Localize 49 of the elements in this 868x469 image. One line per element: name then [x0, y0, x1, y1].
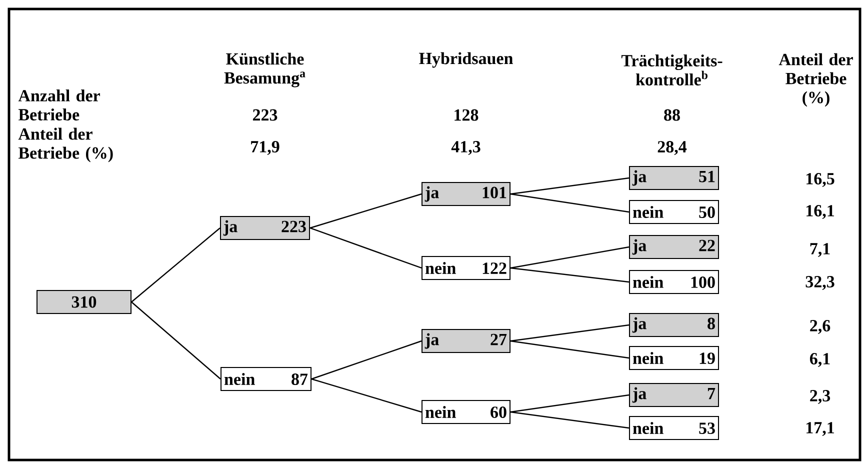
percent-value: 17,1 — [806, 422, 834, 436]
column-header: Trächtigkeits- kontrolle$^{b}$ — [621, 54, 722, 86]
count-box: nein 50 — [629, 200, 719, 224]
count-box: nein 87 — [220, 367, 312, 391]
count-value: 88 — [664, 109, 680, 121]
percent-value: 71,9 — [251, 141, 280, 155]
percent-value: 7,1 — [810, 243, 830, 257]
count-box: nein 100 — [629, 270, 719, 294]
percent-value: 16,1 — [806, 205, 834, 219]
column-header: Anteil der Betriebe (%) — [778, 53, 853, 107]
count-box: ja 223 — [220, 216, 310, 240]
row-header: Anteil der Betriebe (%) — [18, 128, 113, 162]
branch-line — [310, 193, 422, 229]
branch-line — [510, 177, 630, 195]
percent-value: 16,5 — [806, 173, 834, 187]
count-box: ja 8 — [629, 313, 719, 337]
count-box: ja 51 — [629, 166, 719, 190]
branch-line — [131, 302, 221, 380]
percent-value: 2,3 — [810, 390, 830, 404]
branch-line — [510, 394, 630, 413]
count-box: ja 22 — [629, 235, 719, 259]
count-box: nein 60 — [422, 400, 510, 424]
count-box: nein 122 — [422, 256, 510, 280]
count-box: nein 19 — [629, 346, 719, 370]
count-box: ja 7 — [629, 383, 719, 407]
branch-line — [510, 246, 630, 269]
count-box: ja 101 — [422, 182, 510, 206]
branch-line — [510, 324, 630, 342]
branch-line — [510, 193, 630, 213]
branch-line — [510, 267, 630, 283]
count-value: 223 — [252, 109, 278, 121]
branch-line — [510, 411, 630, 429]
row-header: Anzahl der Betriebe — [18, 90, 100, 120]
branch-line — [311, 378, 422, 413]
percent-value: 28,4 — [658, 141, 687, 155]
count-box: 310 — [36, 290, 132, 314]
branch-line — [310, 227, 422, 269]
branch-line — [510, 340, 630, 359]
column-header: Künstliche Besamung$^{a}$ — [224, 52, 306, 88]
count-box: ja 27 — [422, 329, 510, 353]
branch-line — [311, 340, 422, 380]
percent-value: 6,1 — [810, 353, 830, 367]
branch-line — [131, 228, 220, 302]
count-box: nein 53 — [629, 416, 719, 440]
percent-value: 2,6 — [810, 320, 830, 334]
percent-value: 32,3 — [806, 276, 834, 290]
column-header: Hybridsauen — [419, 52, 513, 68]
percent-value: 41,3 — [451, 141, 480, 155]
count-value: 128 — [454, 109, 478, 121]
